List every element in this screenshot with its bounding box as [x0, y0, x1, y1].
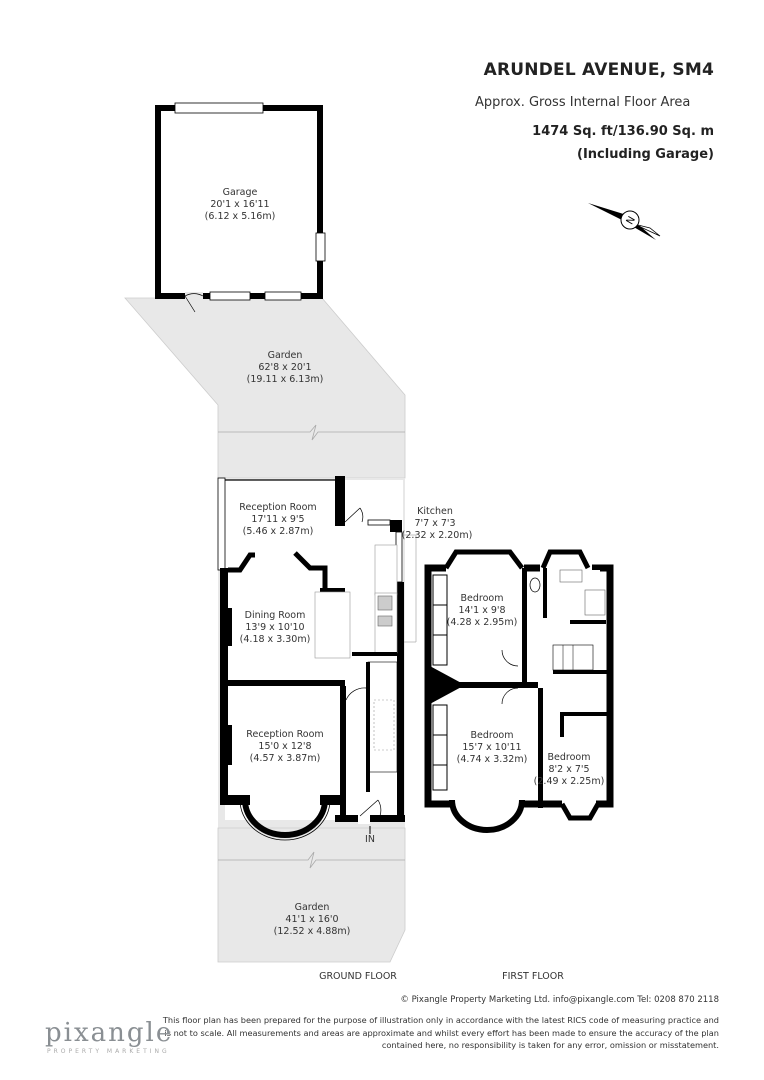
copyright: © Pixangle Property Marketing Ltd. info@… — [400, 995, 719, 1005]
room-label-rear-reception: Reception Room 17'11 x 9'5 (5.46 x 2.87m… — [239, 502, 316, 537]
svg-text:Garden: Garden — [295, 902, 330, 913]
svg-text:(2.32 x 2.20m): (2.32 x 2.20m) — [402, 530, 473, 541]
svg-text:13'9 x 10'10: 13'9 x 10'10 — [245, 622, 304, 633]
area-subtitle: Approx. Gross Internal Floor Area — [475, 95, 691, 110]
svg-text:(12.52 x 4.88m): (12.52 x 4.88m) — [274, 926, 351, 937]
room-label-bedroom-3: Bedroom 8'2 x 7'5 (2.49 x 2.25m) — [534, 752, 605, 787]
svg-text:15'7 x 10'11: 15'7 x 10'11 — [462, 742, 521, 753]
svg-text:Garden: Garden — [268, 350, 303, 361]
svg-text:(4.18 x 3.30m): (4.18 x 3.30m) — [240, 634, 311, 645]
svg-text:(6.12 x 5.16m): (6.12 x 5.16m) — [205, 211, 276, 222]
svg-text:Reception Room: Reception Room — [246, 729, 323, 740]
rear-garden — [124, 297, 406, 479]
svg-text:62'8 x 20'1: 62'8 x 20'1 — [258, 362, 311, 373]
svg-text:Kitchen: Kitchen — [417, 506, 453, 517]
svg-text:Bedroom: Bedroom — [548, 752, 591, 763]
pixangle-logo: pixangle — [45, 1018, 174, 1048]
floor-area: 1474 Sq. ft/136.90 Sq. m (Including Gara… — [532, 120, 714, 166]
ground-floor-label: GROUND FLOOR — [319, 971, 397, 982]
room-label-front-garden: Garden 41'1 x 16'0 (12.52 x 4.88m) — [274, 902, 351, 937]
room-label-bedroom-2: Bedroom 15'7 x 10'11 (4.74 x 3.32m) — [457, 730, 528, 765]
svg-text:(4.57 x 3.87m): (4.57 x 3.87m) — [250, 753, 321, 764]
svg-text:Bedroom: Bedroom — [471, 730, 514, 741]
svg-text:Dining Room: Dining Room — [245, 610, 306, 621]
svg-text:17'11 x 9'5: 17'11 x 9'5 — [251, 514, 304, 525]
svg-text:41'1 x 16'0: 41'1 x 16'0 — [285, 914, 338, 925]
svg-text:Bedroom: Bedroom — [461, 593, 504, 604]
svg-text:15'0 x 12'8: 15'0 x 12'8 — [258, 741, 311, 752]
floor-area-note: (Including Garage) — [577, 147, 714, 162]
svg-text:Garage: Garage — [223, 187, 258, 198]
room-label-front-reception: Reception Room 15'0 x 12'8 (4.57 x 3.87m… — [246, 729, 323, 764]
garage — [155, 102, 326, 313]
compass-letter: N — [625, 215, 638, 227]
front-garden — [217, 827, 406, 963]
ground-floor-plan — [217, 476, 417, 841]
first-floor-plan — [424, 548, 614, 833]
svg-text:14'1 x 9'8: 14'1 x 9'8 — [458, 605, 505, 616]
logo-tagline: PROPERTY MARKETING — [47, 1048, 170, 1055]
first-floor-label: FIRST FLOOR — [502, 971, 564, 982]
property-title: ARUNDEL AVENUE, SM4 — [483, 60, 714, 80]
svg-text:Reception Room: Reception Room — [239, 502, 316, 513]
svg-text:8'2 x 7'5: 8'2 x 7'5 — [548, 764, 589, 775]
room-label-kitchen: Kitchen 7'7 x 7'3 (2.32 x 2.20m) — [402, 506, 473, 541]
svg-text:(19.11 x 6.13m): (19.11 x 6.13m) — [247, 374, 324, 385]
svg-text:(2.49 x 2.25m): (2.49 x 2.25m) — [534, 776, 605, 787]
compass-north-icon: N — [588, 203, 661, 240]
room-label-rear-garden: Garden 62'8 x 20'1 (19.11 x 6.13m) — [247, 350, 324, 385]
svg-text:20'1 x 16'11: 20'1 x 16'11 — [210, 199, 269, 210]
room-label-garage: Garage 20'1 x 16'11 (6.12 x 5.16m) — [205, 187, 276, 222]
room-label-bedroom-1: Bedroom 14'1 x 9'8 (4.28 x 2.95m) — [447, 593, 518, 628]
disclaimer: This floor plan has been prepared for th… — [162, 1015, 719, 1050]
svg-text:7'7 x 7'3: 7'7 x 7'3 — [414, 518, 455, 529]
svg-text:(4.74 x 3.32m): (4.74 x 3.32m) — [457, 754, 528, 765]
svg-text:(4.28 x 2.95m): (4.28 x 2.95m) — [447, 617, 518, 628]
entrance-label: IN — [365, 834, 375, 845]
svg-text:(5.46 x 2.87m): (5.46 x 2.87m) — [243, 526, 314, 537]
floor-area-value: 1474 Sq. ft/136.90 Sq. m — [532, 124, 714, 139]
room-label-dining: Dining Room 13'9 x 10'10 (4.18 x 3.30m) — [240, 610, 311, 645]
